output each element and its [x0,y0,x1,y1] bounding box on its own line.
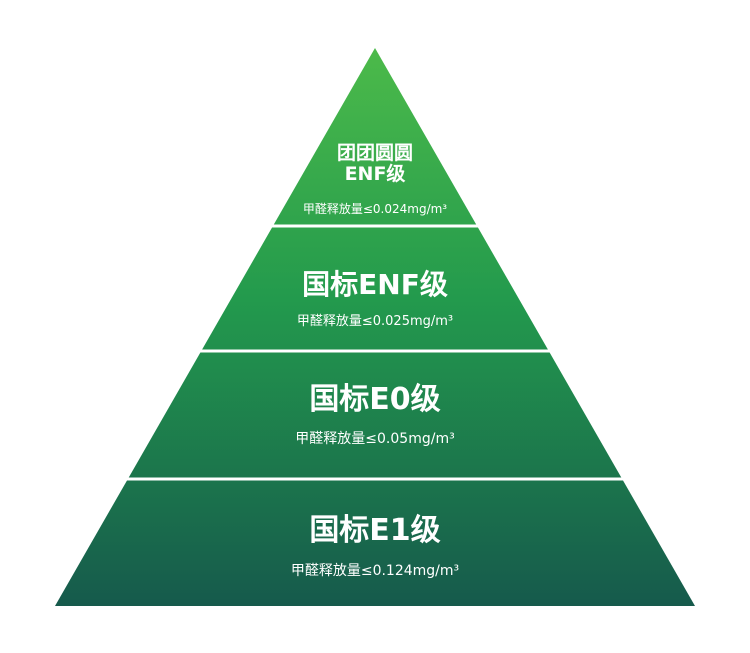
tier-1-title-line1: 团团圆圆 [337,142,413,164]
tier-top-enf-tuantuan: 团团圆圆 ENF级 甲醛释放量≤0.024mg/m³ [303,142,447,216]
tier-national-enf: 国标ENF级 甲醛释放量≤0.025mg/m³ [297,268,453,329]
tier-3-title: 国标E0级 [309,382,440,417]
tier-national-e1: 国标E1级 甲醛释放量≤0.124mg/m³ [291,513,459,579]
tier-1-subtitle: 甲醛释放量≤0.024mg/m³ [303,201,447,216]
tier-national-e0: 国标E0级 甲醛释放量≤0.05mg/m³ [295,382,454,447]
tier-1-title-line2: ENF级 [345,162,406,185]
tier-2-title: 国标ENF级 [302,268,448,301]
pyramid-body [55,48,695,606]
tier-4-title: 国标E1级 [309,513,440,548]
tier-4-subtitle: 甲醛释放量≤0.124mg/m³ [291,563,459,579]
tier-2-subtitle: 甲醛释放量≤0.025mg/m³ [297,313,453,329]
tier-3-subtitle: 甲醛释放量≤0.05mg/m³ [295,431,454,447]
